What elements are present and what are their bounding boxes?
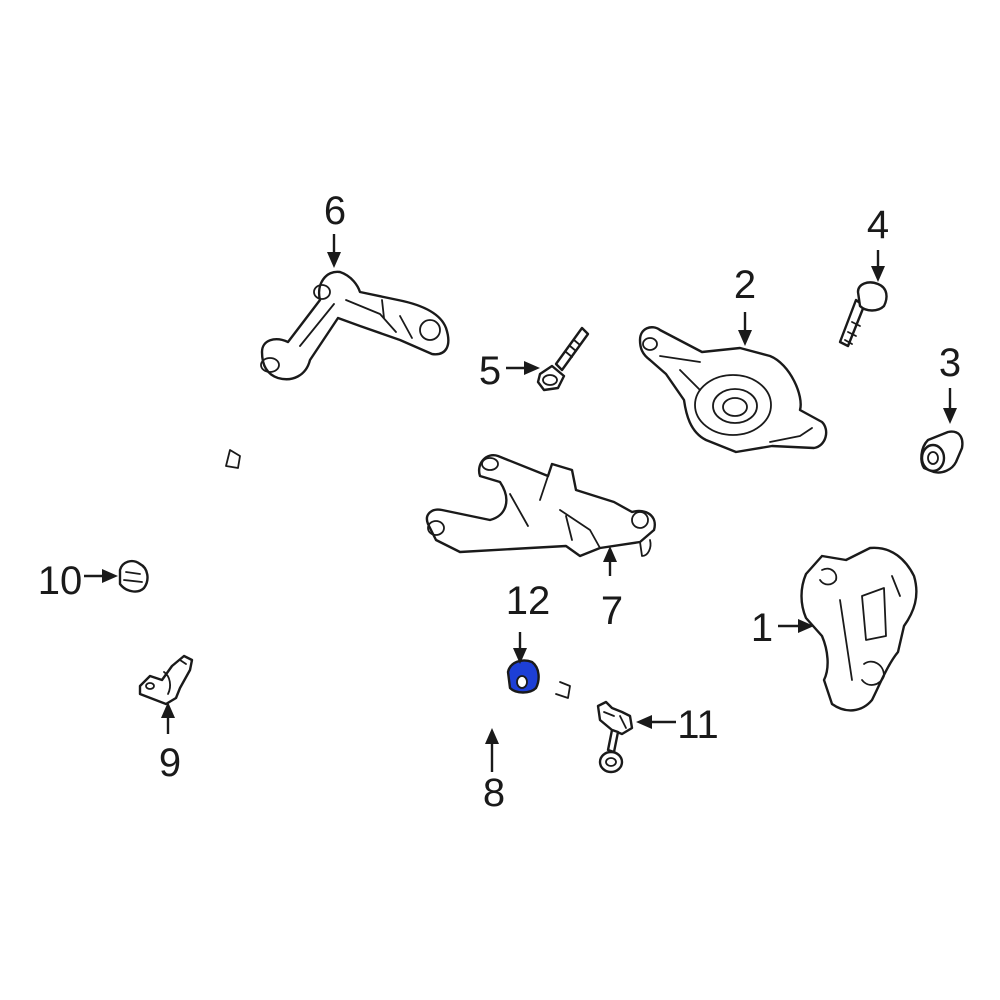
callout-6: 6 — [324, 189, 346, 233]
part-2-lower-control-arm[interactable] — [638, 326, 828, 454]
part-6-upper-control-arm[interactable] — [260, 270, 450, 381]
callout-3: 3 — [939, 341, 961, 385]
callout-12: 12 — [506, 579, 551, 623]
callout-4: 4 — [867, 203, 889, 247]
callout-5: 5 — [479, 349, 501, 393]
part-4-bolt[interactable] — [838, 281, 888, 348]
part-8-stabilizer-bar[interactable] — [190, 449, 571, 724]
callout-9: 9 — [159, 741, 181, 785]
callout-7: 7 — [601, 589, 623, 633]
callout-8: 8 — [483, 771, 505, 815]
part-11-stabilizer-link[interactable] — [596, 700, 634, 774]
callout-10: 10 — [38, 559, 83, 603]
part-1-knuckle[interactable] — [800, 546, 918, 712]
part-7-lower-arm-ball-joint[interactable] — [425, 454, 656, 558]
callout-1: 1 — [751, 606, 773, 650]
part-3-bushing[interactable] — [920, 430, 964, 474]
part-10-bushing[interactable] — [118, 559, 149, 593]
part-5-bolt[interactable] — [536, 326, 590, 392]
part-9-bracket[interactable] — [138, 654, 194, 706]
callout-labels: 1 2 3 4 5 6 7 8 9 10 11 12 — [38, 189, 961, 815]
part-12-stabilizer-bushing[interactable] — [506, 659, 540, 694]
callout-2: 2 — [734, 263, 756, 307]
callout-11: 11 — [677, 703, 719, 747]
leader-arrows — [84, 234, 957, 772]
